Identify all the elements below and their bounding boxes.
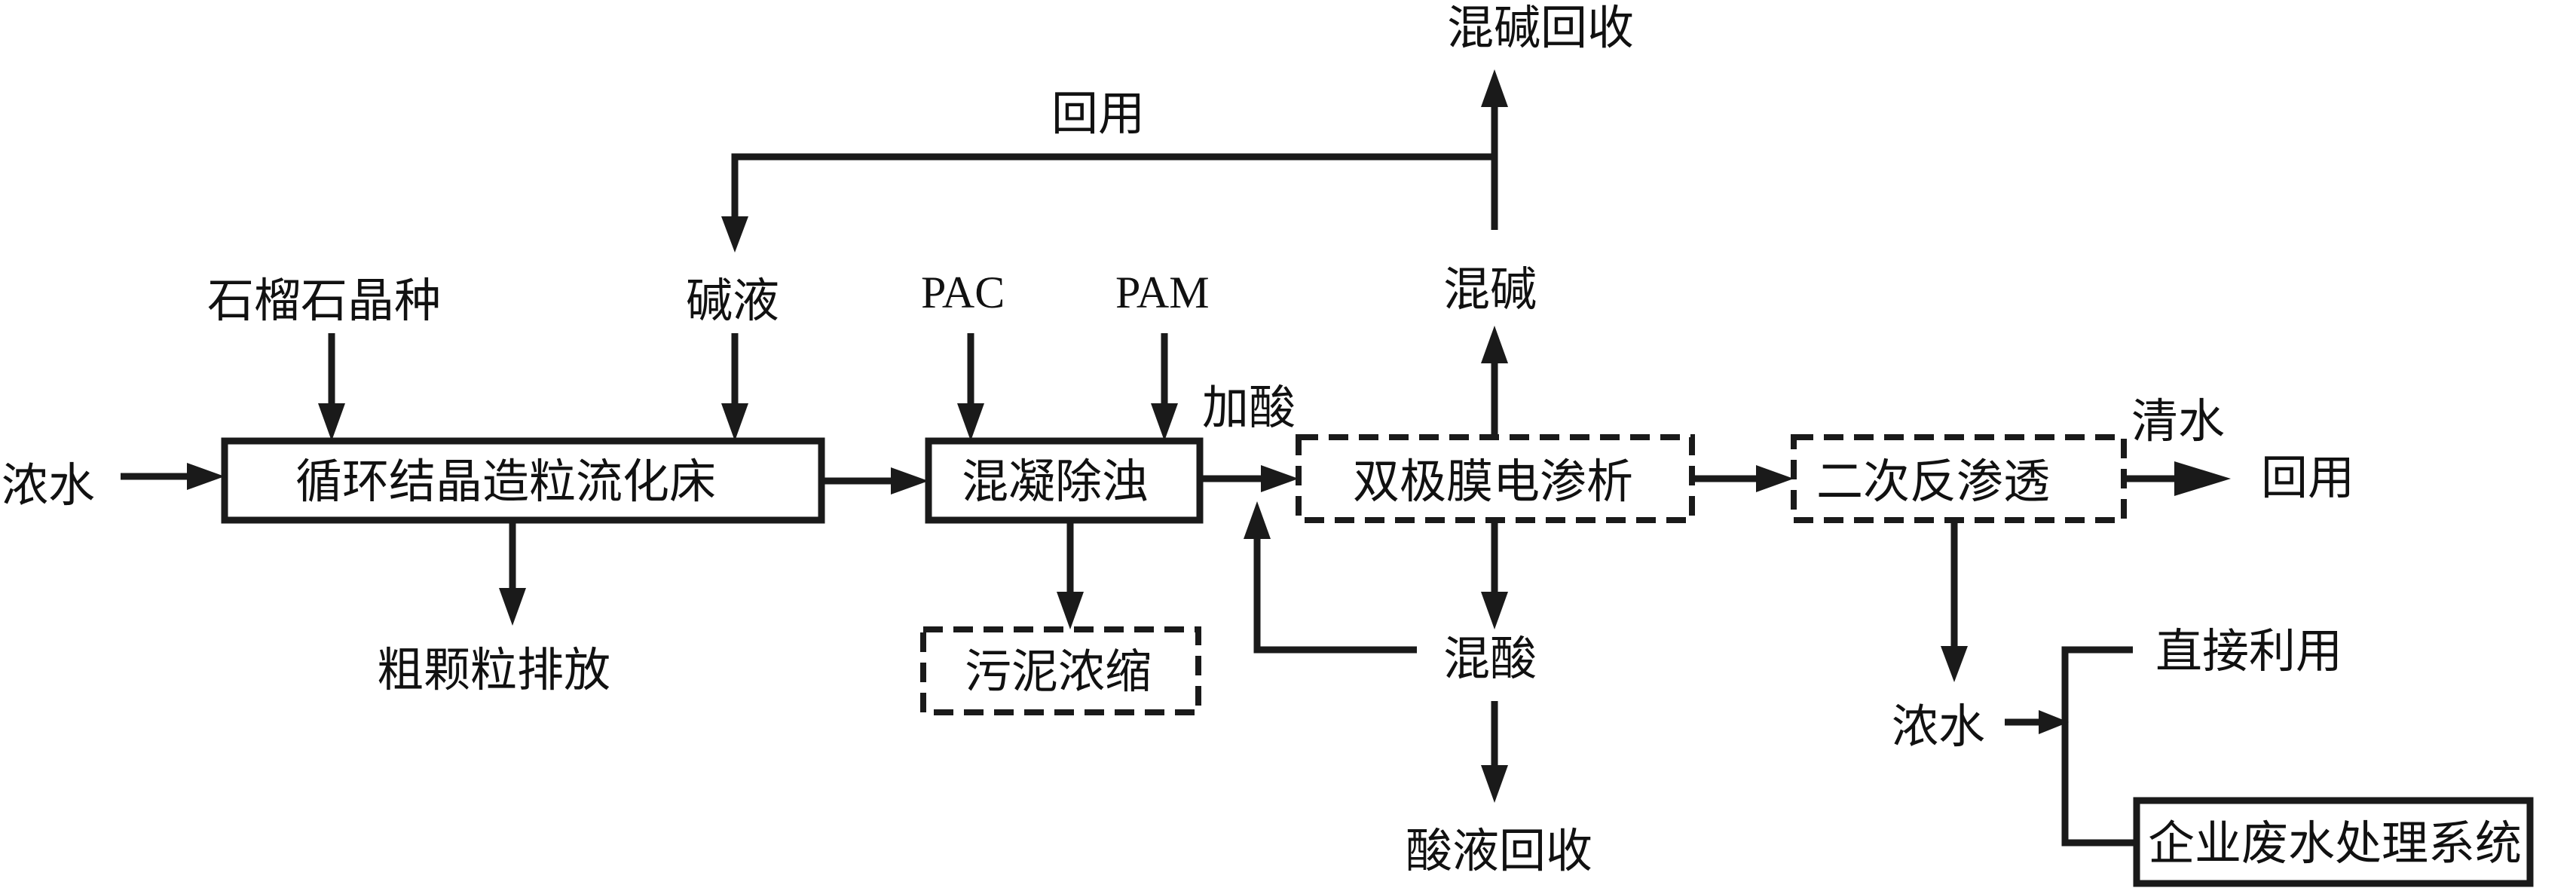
arrowhead-ro-to-reuse (2174, 461, 2231, 496)
arrowhead-brine (1941, 646, 1968, 682)
label-enterprise-system: 企业废水处理系统 (2148, 816, 2522, 871)
sludge-box (920, 626, 1201, 715)
label-direct-use: 直接利用 (2155, 623, 2342, 678)
arrowhead-reuse-to-alkali (721, 216, 748, 253)
bipolar-box (1296, 434, 1695, 523)
arrowhead-pam (1151, 403, 1178, 441)
labels: 浓水 石榴石晶种 碱液 循环结晶造粒流化床 粗颗粒排放 PAC PAM 混凝除浊… (2, 0, 2522, 878)
label-add-acid: 加酸 (1202, 380, 1296, 435)
process-boxes (221, 434, 2534, 887)
label-second-ro: 二次反渗透 (1816, 454, 2050, 509)
label-brine-out: 浓水 (1892, 699, 1985, 754)
arrowhead-base (1481, 326, 1508, 363)
label-mixed-acid: 混酸 (1443, 631, 1537, 686)
label-mixed-base-recovery: 混碱回收 (1447, 0, 1634, 55)
label-alkali-liquor: 碱液 (686, 273, 779, 328)
label-pam: PAM (1115, 268, 1210, 317)
label-garnet-seed: 石榴石晶种 (207, 273, 441, 328)
label-reuse-right: 回用 (2261, 450, 2354, 505)
arrowhead-bipolar-to-ro (1756, 465, 1794, 492)
arrowhead-base-recovery (1481, 69, 1508, 107)
label-clean-water: 清水 (2131, 393, 2225, 449)
arrowheads (187, 69, 2231, 803)
label-mixed-base: 混碱 (1443, 262, 1537, 317)
label-fluidized-bed: 循环结晶造粒流化床 (295, 454, 716, 509)
label-acid-recovery: 酸液回收 (1406, 823, 1592, 878)
line-bracket (2061, 646, 2137, 847)
enterprise-system-box (2133, 797, 2534, 887)
arrowhead-acid-return (1244, 501, 1271, 539)
label-sludge: 污泥浓缩 (965, 644, 1152, 699)
arrowhead-seed (318, 403, 345, 441)
arrowhead-acid (1481, 592, 1508, 629)
arrowhead-discharge (499, 588, 526, 626)
arrowhead-sludge (1057, 592, 1084, 629)
arrowhead-brine-to-bracket (2039, 710, 2069, 734)
label-bipolar: 双极膜电渗析 (1353, 454, 1633, 509)
label-coarse-discharge: 粗颗粒排放 (377, 642, 610, 697)
arrowhead-alkali (721, 403, 748, 441)
label-feed-brine: 浓水 (2, 458, 95, 513)
second-ro-box (1791, 434, 2127, 523)
connectors (121, 106, 2178, 847)
line-reuse-loop (731, 153, 1495, 220)
fluidized-bed-box (221, 437, 825, 524)
arrowhead-pac (957, 403, 984, 441)
arrowhead-feed (187, 463, 225, 490)
arrowhead-bed-to-coag (891, 467, 929, 494)
line-acid-return (1253, 537, 1417, 654)
arrowhead-coag-to-bipolar (1261, 465, 1299, 492)
coagulation-box (925, 437, 1204, 524)
label-reuse-top: 回用 (1051, 86, 1145, 141)
arrowhead-acid-recovery (1481, 765, 1508, 803)
label-pac: PAC (921, 268, 1005, 317)
label-coagulation: 混凝除浊 (962, 454, 1149, 509)
